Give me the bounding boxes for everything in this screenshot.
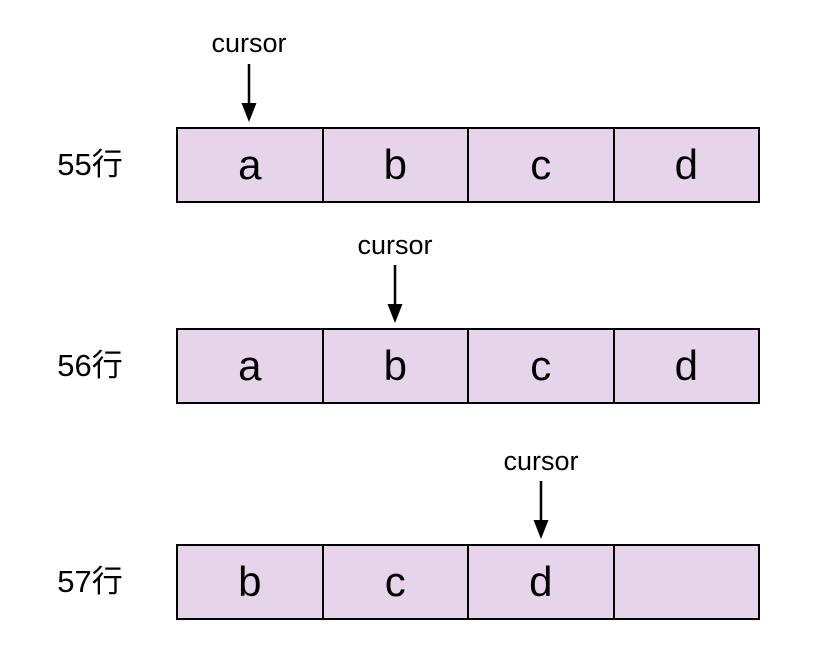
array-cell: d bbox=[467, 546, 613, 618]
array-row-55: a b c d bbox=[176, 127, 760, 203]
cursor-label-row-56: cursor bbox=[357, 230, 433, 260]
array-cell bbox=[612, 546, 759, 618]
array-cell: d bbox=[612, 129, 759, 201]
array-cell: b bbox=[238, 558, 262, 605]
array-cell: b bbox=[321, 330, 468, 402]
row-label-55: 55行 bbox=[57, 147, 123, 182]
array-cell: d bbox=[612, 330, 759, 402]
row-label-57: 57行 bbox=[57, 564, 123, 599]
array-row-56: a b c d bbox=[176, 328, 760, 404]
cursor-arrow-down-icon-row-57 bbox=[533, 481, 549, 539]
cursor-label-row-57: cursor bbox=[503, 446, 579, 476]
row-label-56: 56行 bbox=[57, 348, 123, 383]
array-cell: c bbox=[321, 546, 468, 618]
array-cell: b bbox=[321, 129, 468, 201]
array-cell: c bbox=[467, 129, 613, 201]
cursor-label-row-55: cursor bbox=[211, 28, 287, 58]
cursor-arrow-down-icon-row-55 bbox=[241, 64, 257, 122]
array-cell: c bbox=[467, 330, 613, 402]
array-row-57: b c d bbox=[176, 544, 760, 620]
array-cell: a bbox=[238, 141, 262, 188]
cursor-arrow-down-icon-row-56 bbox=[387, 265, 403, 323]
array-cell: a bbox=[238, 342, 262, 389]
